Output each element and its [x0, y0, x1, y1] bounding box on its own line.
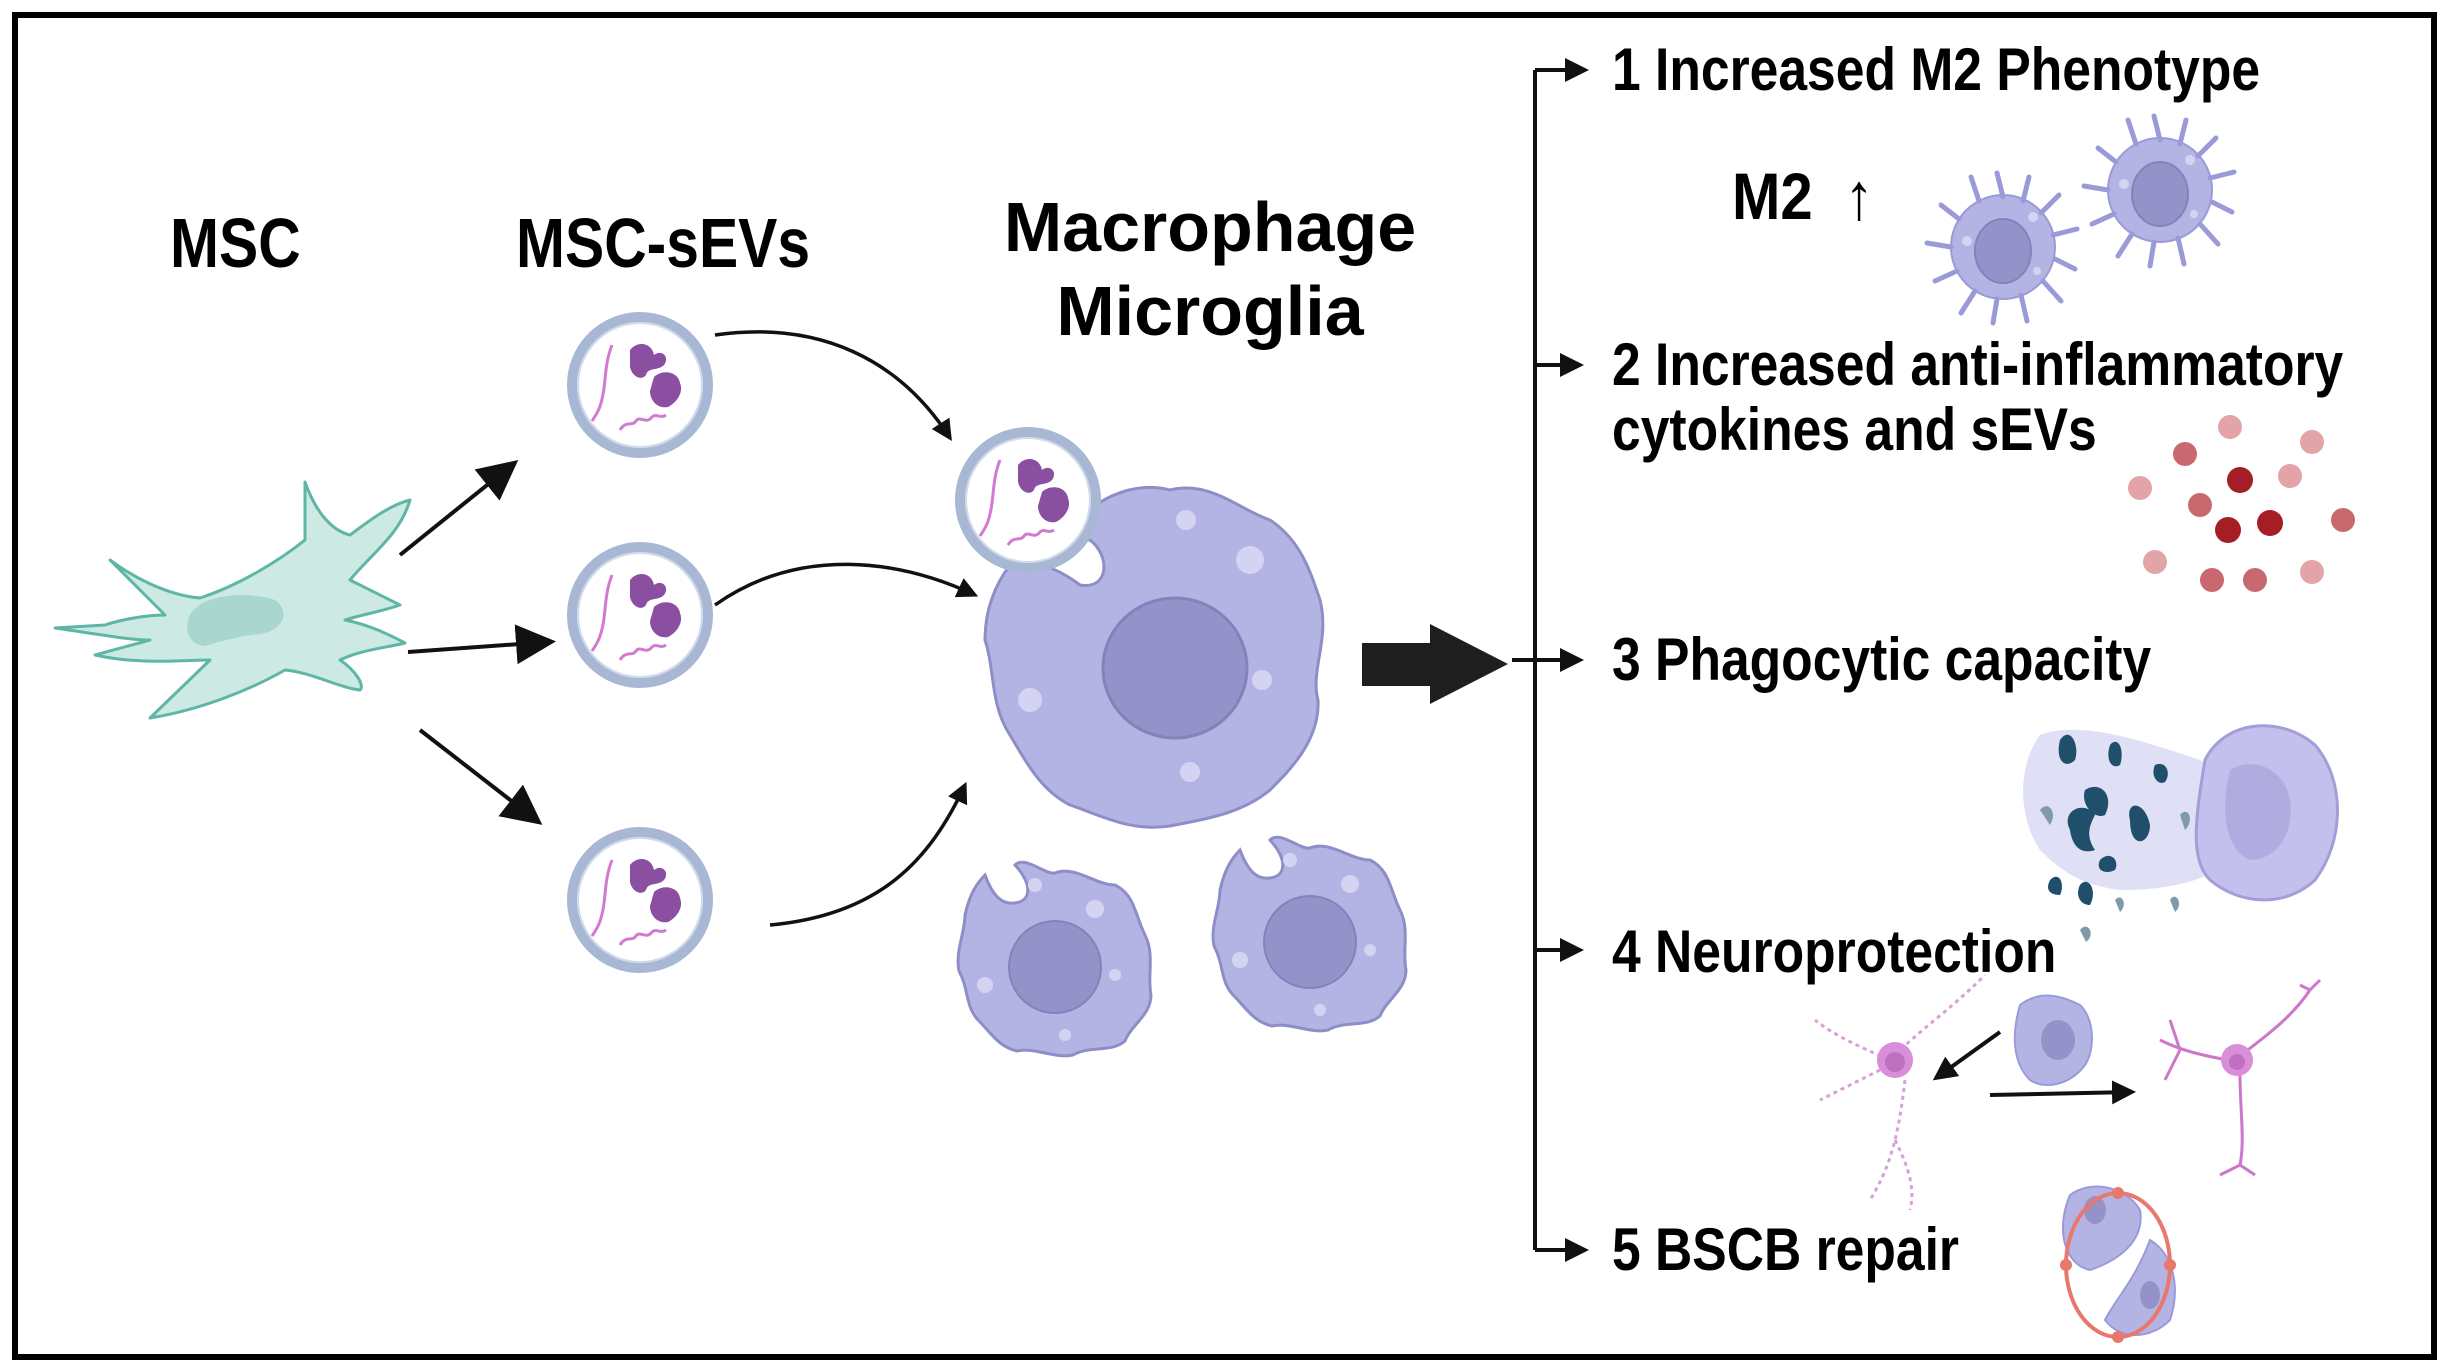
outcome-3-label: 3 Phagocytic capacity — [1612, 626, 2152, 693]
up-arrow-icon: ↑ — [1844, 159, 1874, 233]
title-msc: MSC — [170, 204, 301, 282]
arrow-uptake-1 — [714, 330, 952, 441]
vesicle-docking — [960, 432, 1096, 568]
m2-cell-2 — [2084, 116, 2234, 266]
title-microglia: Microglia — [1056, 272, 1364, 350]
vesicle-2 — [572, 547, 708, 683]
arrow-uptake-3 — [769, 781, 968, 927]
title-msc-sevs: MSC-sEVs — [516, 204, 811, 282]
macrophage-small-2 — [1211, 835, 1408, 1033]
phagocytosis-illustration — [2023, 724, 2339, 942]
m2-text: M2 — [1732, 159, 1813, 233]
m2-cell-1 — [1927, 173, 2077, 323]
arrow-to-vesicle-1 — [398, 459, 519, 557]
msc-cell-illustration — [53, 480, 412, 720]
outcome-2-label-line2: cytokines and sEVs — [1612, 396, 2097, 463]
outcome-1-label: 1 Increased M2 Phenotype — [1612, 36, 2261, 103]
neuroprotection-illustration — [1814, 973, 2322, 1211]
outcome-bracket — [1512, 58, 1589, 1262]
arrow-to-vesicle-2 — [407, 624, 556, 665]
macrophage-small-1 — [956, 860, 1153, 1058]
bscb-repair-illustration — [2060, 1185, 2176, 1343]
outcome-2-label: 2 Increased anti-inflammatory — [1612, 331, 2344, 398]
big-arrow-right — [1362, 624, 1508, 704]
msc-release-arrows — [398, 459, 556, 825]
m2-indicator: M2 ↑ — [1732, 163, 1874, 229]
cytokines-illustration — [2128, 415, 2355, 592]
vesicle-1 — [572, 317, 708, 453]
uptake-arrows — [713, 330, 979, 927]
vesicle-3 — [572, 832, 708, 968]
figure-border — [12, 12, 2437, 1360]
arrow-to-vesicle-3 — [418, 728, 543, 825]
outcome-5-label: 5 BSCB repair — [1612, 1216, 1959, 1283]
arrow-uptake-2 — [713, 562, 979, 607]
outcome-4-label: 4 Neuroprotection — [1612, 918, 2057, 985]
title-macrophage: Macrophage — [1003, 188, 1417, 266]
